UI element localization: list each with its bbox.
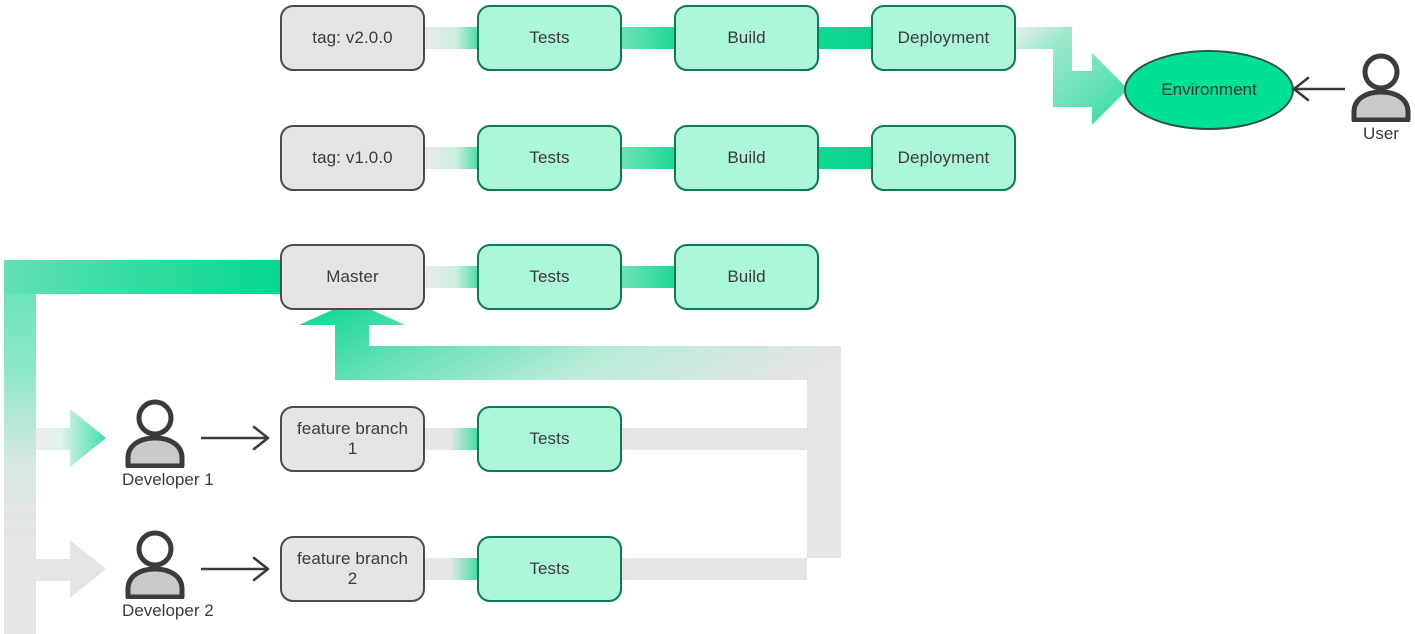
- node-build-tag-v1[interactable]: Build: [674, 125, 819, 191]
- node-deployment-tag-v1[interactable]: Deployment: [871, 125, 1016, 191]
- node-label: Build: [727, 147, 766, 167]
- user-icon: [1351, 53, 1411, 122]
- node-label: Deployment: [897, 147, 990, 167]
- arrow-developer1-to-feature1: [201, 425, 270, 451]
- node-tests-tag-v1[interactable]: Tests: [477, 125, 622, 191]
- node-label: Tests: [529, 266, 570, 286]
- flow-branch-developer-1: [36, 409, 106, 467]
- node-tests-master[interactable]: Tests: [477, 244, 622, 310]
- arrow-developer2-to-feature2: [201, 556, 270, 582]
- connector-tagv1-tests: [424, 147, 482, 169]
- node-feature-branch-2[interactable]: feature branch 2: [280, 536, 425, 602]
- node-label: tag: v2.0.0: [312, 27, 393, 47]
- actor-user[interactable]: User: [1348, 50, 1414, 144]
- node-label-line1: feature branch: [296, 418, 409, 438]
- developer-icon: [125, 399, 185, 468]
- node-environment[interactable]: Environment: [1124, 50, 1294, 130]
- connector-tests-build-row1: [620, 27, 678, 49]
- node-label: tag: v1.0.0: [312, 147, 393, 167]
- node-label: Build: [727, 27, 766, 47]
- node-label: Master: [326, 266, 379, 286]
- node-build-master[interactable]: Build: [674, 244, 819, 310]
- node-deployment-tag-v2[interactable]: Deployment: [871, 5, 1016, 71]
- node-tests-feature-2[interactable]: Tests: [477, 536, 622, 602]
- flow-branch-developer-2: [36, 540, 106, 598]
- node-tests-tag-v2[interactable]: Tests: [477, 5, 622, 71]
- node-label: Tests: [529, 428, 570, 448]
- flow-merge-into-master: [299, 301, 841, 580]
- connector-feature2-tests: [424, 558, 482, 580]
- node-tag-v2[interactable]: tag: v2.0.0: [280, 5, 425, 71]
- connector-master-tests: [424, 266, 482, 288]
- connector-build-deployment-row1: [817, 27, 875, 49]
- node-label: Tests: [529, 27, 570, 47]
- connector-tests-build-row2: [620, 147, 678, 169]
- connector-deployment-environment: [1014, 27, 1128, 125]
- connector-tests-build-row3: [620, 266, 678, 288]
- flow-trunk-top-bar: [4, 260, 280, 294]
- arrow-user-to-environment: [1292, 76, 1345, 102]
- node-label: Tests: [529, 147, 570, 167]
- node-build-tag-v2[interactable]: Build: [674, 5, 819, 71]
- node-label: Environment: [1161, 80, 1257, 99]
- node-label: Deployment: [897, 27, 990, 47]
- flow-master-trunk: [4, 260, 280, 634]
- actor-developer-2[interactable]: Developer 2: [122, 527, 214, 621]
- node-feature-branch-1[interactable]: feature branch 1: [280, 406, 425, 472]
- connector-feature1-tests: [424, 428, 482, 450]
- actor-developer-1[interactable]: Developer 1: [122, 396, 214, 490]
- node-label-line2: 2: [347, 569, 358, 588]
- connector-tagv2-tests: [424, 27, 482, 49]
- node-master[interactable]: Master: [280, 244, 425, 310]
- flow-merge-feature1-arm: [620, 428, 807, 450]
- node-tag-v1[interactable]: tag: v1.0.0: [280, 125, 425, 191]
- actor-label: User: [1363, 124, 1399, 143]
- node-label-line2: 1: [347, 439, 358, 458]
- node-label: Build: [727, 266, 766, 286]
- node-tests-feature-1[interactable]: Tests: [477, 406, 622, 472]
- connector-build-deployment-row2: [817, 147, 875, 169]
- developer-icon: [125, 530, 185, 599]
- node-label: Tests: [529, 558, 570, 578]
- actor-label: Developer 2: [122, 601, 214, 620]
- node-label-line1: feature branch: [296, 548, 409, 568]
- actor-label: Developer 1: [122, 470, 214, 489]
